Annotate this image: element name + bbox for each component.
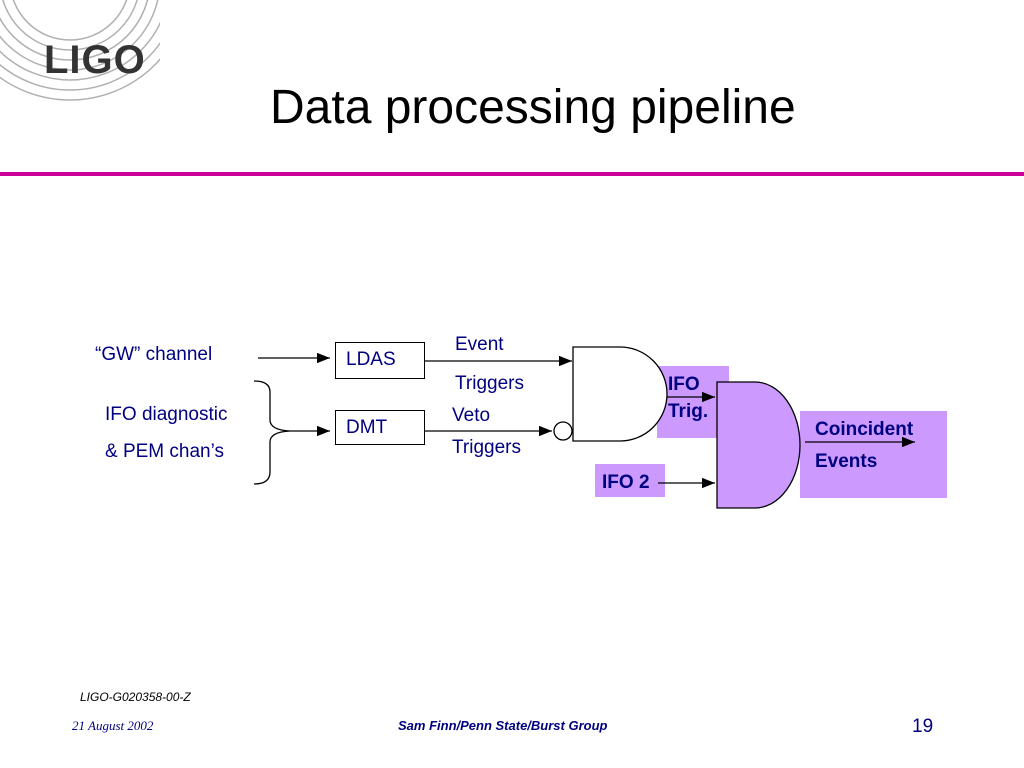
ifo-trig-label-1: IFO [668, 374, 700, 395]
ifo2-bg [595, 464, 665, 497]
ldas-box: LDAS [335, 342, 425, 379]
event-label: Event [455, 334, 504, 355]
events-label: Events [815, 451, 878, 472]
ligo-logo-arcs [0, 0, 160, 101]
title-rule [0, 172, 1024, 176]
ifo-diagnostic-label: IFO diagnostic [105, 404, 228, 425]
event-triggers-label: Triggers [455, 373, 524, 394]
veto-triggers-label: Triggers [452, 437, 521, 458]
and-gate-2 [716, 381, 801, 509]
document-id: LIGO-G020358-00-Z [80, 690, 191, 704]
pem-channels-label: & PEM chan’s [105, 441, 224, 462]
coincident-bg [800, 411, 947, 498]
inverter-bubble [553, 421, 573, 441]
ifo-trig-label-2: Trig. [668, 401, 709, 422]
gw-channel-label: “GW” channel [95, 344, 213, 365]
footer-author: Sam Finn/Penn State/Burst Group [398, 718, 608, 733]
footer-date: 21 August 2002 [72, 718, 154, 733]
ligo-logo: LIGO [44, 38, 146, 82]
slide-title: Data processing pipeline [270, 81, 796, 134]
input-brace [253, 380, 291, 485]
dmt-box: DMT [335, 410, 425, 445]
veto-label: Veto [452, 405, 491, 426]
and-gate-1 [572, 346, 668, 442]
ifo2-label: IFO 2 [602, 472, 650, 493]
page-number: 19 [912, 716, 934, 737]
coincident-label: Coincident [815, 419, 914, 440]
